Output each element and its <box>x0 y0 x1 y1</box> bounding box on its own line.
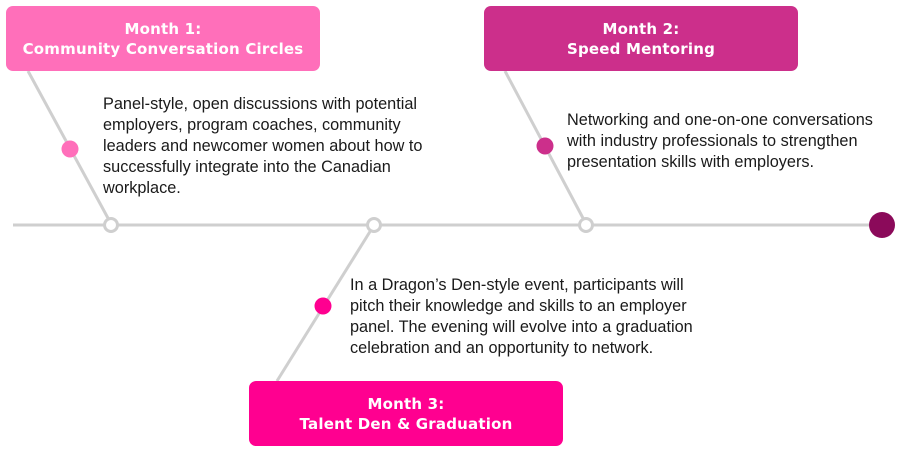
desc-line: Panel-style, open discussions with poten… <box>103 95 418 113</box>
month-3-description: In a Dragon’s Den-style event, participa… <box>350 275 693 359</box>
month-3-box: Month 3: Talent Den & Graduation <box>249 381 563 446</box>
desc-line: celebration and an opportunity to networ… <box>350 339 654 357</box>
month-1-description: Panel-style, open discussions with poten… <box>103 94 422 199</box>
month-2-title: Month 2: <box>602 19 680 38</box>
desc-line: In a Dragon’s Den-style event, participa… <box>350 276 684 294</box>
month-2-subtitle: Speed Mentoring <box>566 39 716 58</box>
desc-line: Networking and one-on-one conversations <box>567 111 873 129</box>
desc-line: employers, program coaches, community <box>103 116 401 134</box>
desc-line: panel. The evening will evolve into a gr… <box>350 318 693 336</box>
month-2-box: Month 2: Speed Mentoring <box>484 6 798 71</box>
desc-line: pitch their knowledge and skills to an e… <box>350 297 687 315</box>
month-2-description: Networking and one-on-one conversations … <box>567 110 873 173</box>
bullet-dot-3 <box>314 297 332 315</box>
desc-line: leaders and newcomer women about how to <box>103 137 423 155</box>
timeline-node-2 <box>578 217 594 233</box>
month-1-box: Month 1: Community Conversation Circles <box>6 6 320 71</box>
bullet-dot-2 <box>536 137 554 155</box>
desc-line: workplace. <box>103 179 181 197</box>
timeline-node-1 <box>103 217 119 233</box>
month-1-subtitle: Community Conversation Circles <box>22 39 304 58</box>
timeline-node-3 <box>366 217 382 233</box>
desc-line: presentation skills with employers. <box>567 153 815 171</box>
desc-line: successfully integrate into the Canadian <box>103 158 391 176</box>
bullet-dot-1 <box>61 140 79 158</box>
month-3-subtitle: Talent Den & Graduation <box>299 414 513 433</box>
desc-line: with industry professionals to strengthe… <box>567 132 858 150</box>
month-3-title: Month 3: <box>367 394 445 413</box>
timeline-end-dot <box>869 212 895 238</box>
month-1-title: Month 1: <box>124 19 202 38</box>
